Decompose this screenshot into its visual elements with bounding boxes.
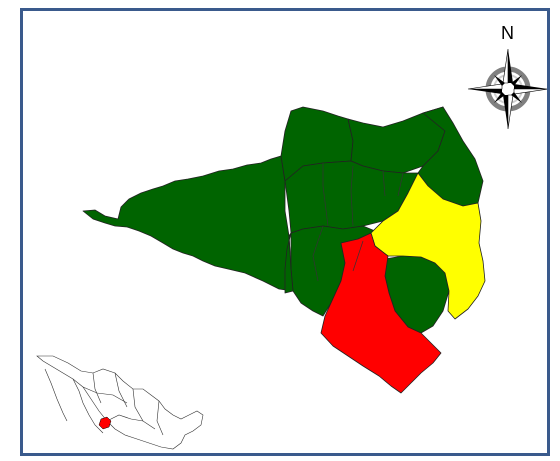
north-label: N — [501, 23, 514, 43]
state-map — [82, 106, 486, 394]
map-canvas: N — [36, 23, 547, 450]
inset-highlight — [98, 416, 112, 430]
map-frame: N — [20, 8, 550, 456]
compass-rose: N — [467, 23, 547, 130]
region-mid[interactable] — [284, 232, 294, 294]
boundary-lines — [312, 163, 404, 282]
region-west[interactable] — [82, 155, 294, 292]
mexico-outline-icon — [36, 355, 204, 450]
region-red[interactable] — [320, 232, 442, 394]
